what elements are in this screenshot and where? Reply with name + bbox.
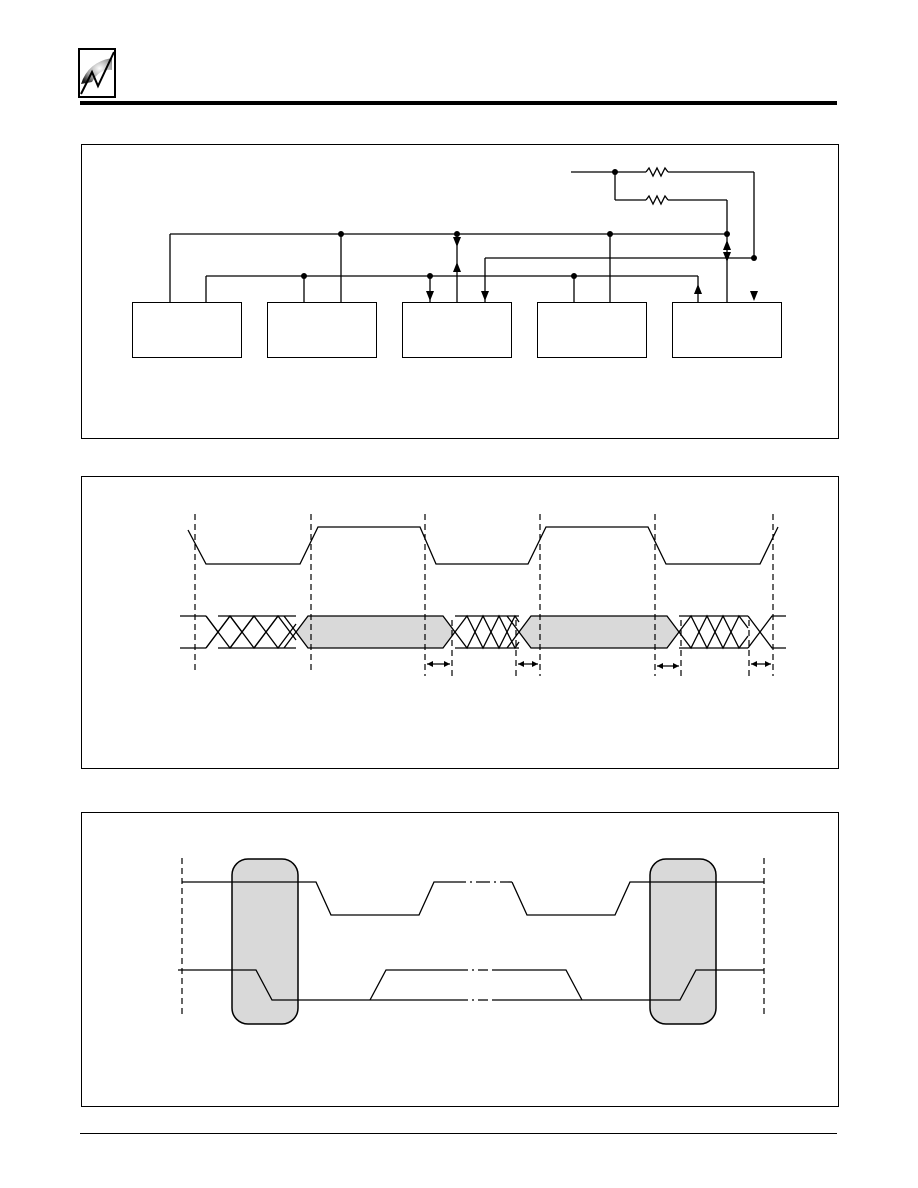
bus-line-lower: [205, 273, 702, 302]
device-box-2: [267, 302, 377, 358]
timing-markers: [194, 514, 774, 676]
header-rule: [80, 101, 837, 105]
timing-interval-arrows: [427, 661, 771, 669]
upper-waveform: [182, 881, 764, 916]
figure-bus-configuration: [81, 144, 839, 439]
figure-data-timing: [81, 476, 839, 769]
start-condition-highlight: [231, 858, 299, 1025]
pullup-resistors: [571, 166, 755, 258]
stop-condition-highlight: [649, 858, 717, 1025]
bus-line-upper: [169, 231, 731, 302]
device-box-1: [132, 302, 242, 358]
stable-data-region-1: [296, 616, 455, 648]
footer-rule: [80, 1133, 837, 1134]
data-waveform: [180, 614, 786, 650]
clock-waveform: [187, 526, 779, 565]
lightning-bolt-logo-icon: [78, 48, 116, 98]
figure-start-stop: [81, 812, 839, 1107]
logo: [78, 48, 118, 100]
stable-data-region-2: [519, 616, 679, 648]
bus-line-crossover: [481, 255, 758, 302]
device-box-4: [537, 302, 647, 358]
device-box-3: [402, 302, 512, 358]
device-box-5: [672, 302, 782, 358]
lower-waveform: [178, 969, 764, 1001]
